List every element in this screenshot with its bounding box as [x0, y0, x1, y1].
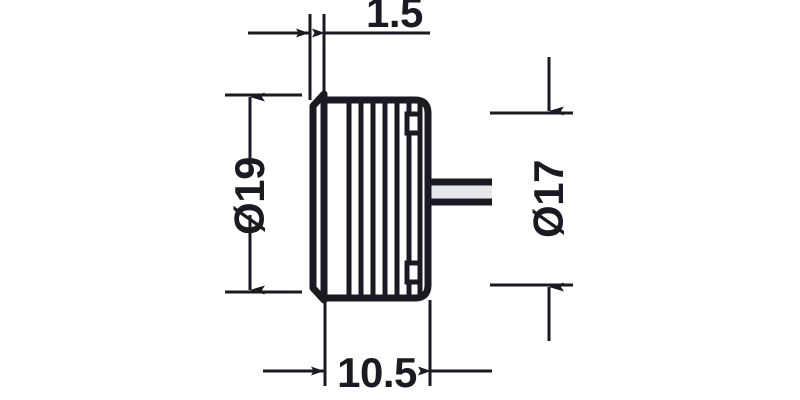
dimension-label-d19: Ø19 [226, 157, 273, 235]
dimension-label-10p5: 10.5 [337, 349, 417, 396]
dimension-label-d17: Ø17 [525, 160, 572, 238]
dimension-flange-thickness: 1.5 [248, 0, 430, 100]
spring-clip-bottom [404, 260, 423, 285]
spring-clip-top [404, 111, 423, 136]
part-geometry [309, 90, 492, 304]
dimension-overall-depth: 10.5 [263, 300, 492, 396]
mounting-flange [309, 90, 328, 304]
cable-body [426, 181, 492, 203]
supply-cable [426, 178, 492, 206]
dimension-flange-diameter: Ø19 [225, 92, 302, 295]
dimension-body-diameter: Ø17 [490, 57, 573, 341]
dimension-label-1p5: 1.5 [366, 0, 423, 36]
